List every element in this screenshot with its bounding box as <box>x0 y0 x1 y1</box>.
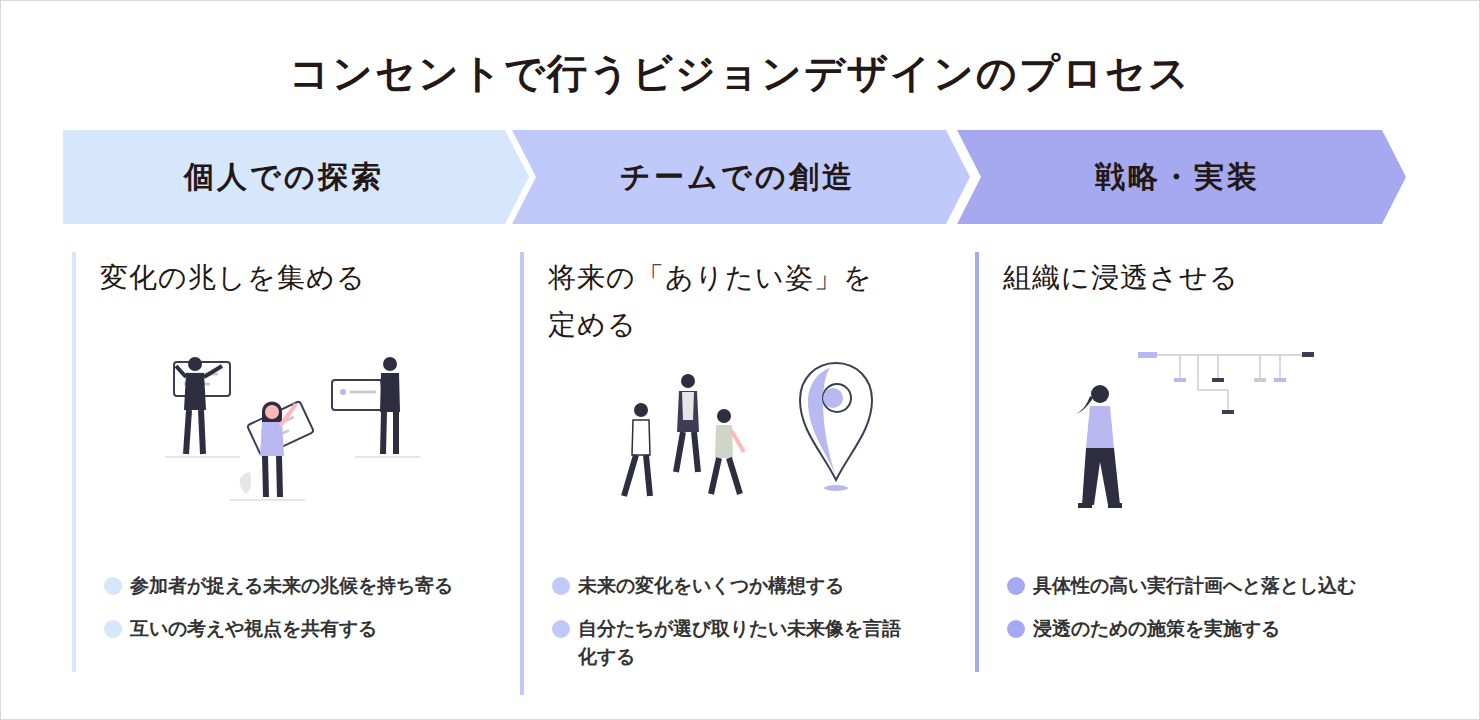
woman-with-roadmap <box>1076 385 1122 508</box>
stage-label: チームでの創造 <box>620 157 855 198</box>
stage-band: チームでの創造 <box>512 130 970 224</box>
stage-column: 変化の兆しを集める参加者が捉える未来の兆候を持ち寄る互いの考えや視点を共有する <box>72 252 512 672</box>
bullet-dot <box>552 577 570 595</box>
bullet-text: 互いの考えや視点を共有する <box>130 615 470 643</box>
location-pin <box>800 363 872 491</box>
stage-label: 個人での探索 <box>184 157 384 198</box>
bullet-dot <box>1007 620 1025 638</box>
bullet-text: 参加者が捉える未来の兆候を持ち寄る <box>130 572 470 600</box>
stage-band: 個人での探索 <box>63 130 529 224</box>
stage-column: 将来の「ありたい姿」を 定める未来の変化をいくつか構想する自分たちが選び取りたい… <box>520 252 960 695</box>
chevron-fill <box>957 130 1406 224</box>
bullet-text: 具体性の高い実行計画へと落とし込む <box>1033 572 1373 600</box>
bullet-dot <box>552 620 570 638</box>
bullet-dot <box>104 620 122 638</box>
column-heading: 変化の兆しを集める <box>100 254 440 301</box>
bullet-text: 自分たちが選び取りたい未来像を言語 化する <box>578 615 918 670</box>
chevron-fill <box>63 130 529 224</box>
people-walking <box>624 374 744 496</box>
stage-column: 組織に浸透させる具体性の高い実行計画へと落とし込む浸透のための施策を実施する <box>975 252 1415 672</box>
roadmap-chart <box>1138 352 1314 414</box>
bullet-dot <box>1007 577 1025 595</box>
people-with-boards <box>165 357 420 500</box>
column-heading: 将来の「ありたい姿」を 定める <box>548 254 888 348</box>
bullet-dot <box>104 577 122 595</box>
stage-label: 戦略・実装 <box>1095 157 1260 198</box>
column-heading: 組織に浸透させる <box>1003 254 1343 301</box>
bullet-text: 未来の変化をいくつか構想する <box>578 572 918 600</box>
bullet-text: 浸透のための施策を実施する <box>1033 615 1373 643</box>
chevron-fill <box>512 130 970 224</box>
diagram-title: コンセントで行うビジョンデザインのプロセス <box>0 46 1480 101</box>
stage-band: 戦略・実装 <box>957 130 1406 224</box>
